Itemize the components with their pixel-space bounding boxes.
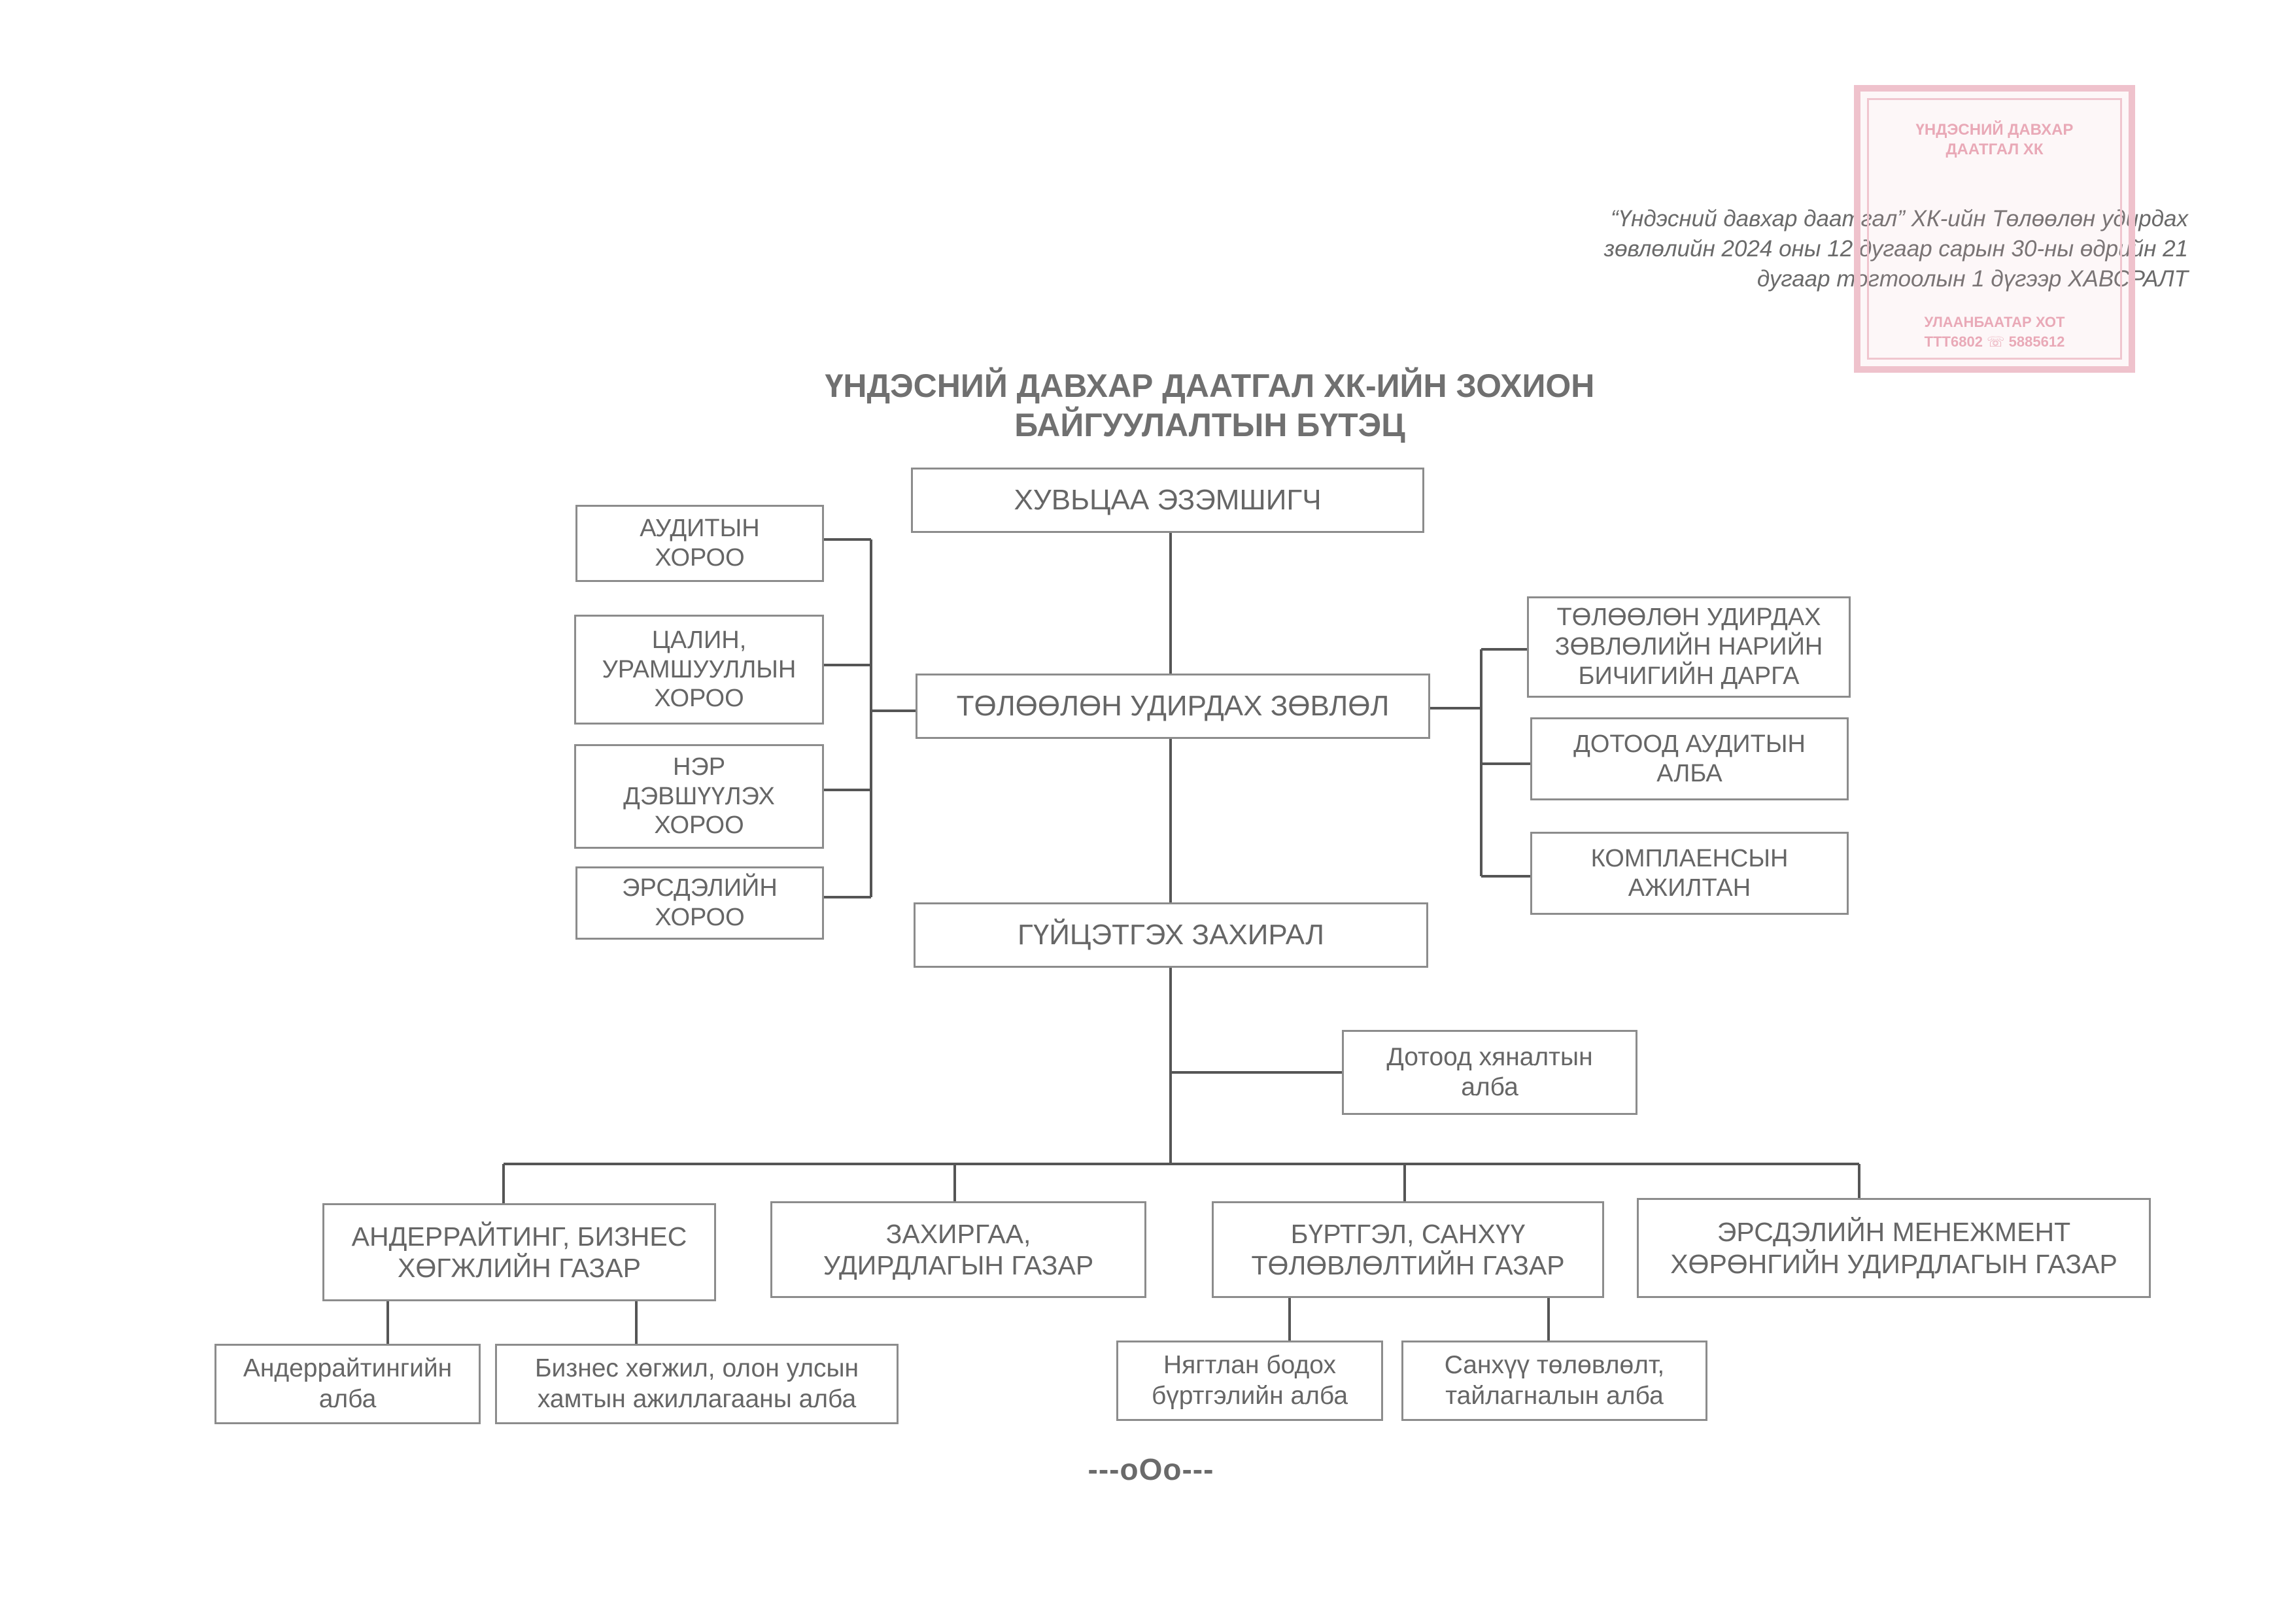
appendix-header-line1: “Үндэсний давхар даатгал” ХК-ийн Төлөөлө… [1610, 206, 2188, 231]
node-risk-dept: ЭРСДЭЛИЙН МЕНЕЖМЕНТ ХӨРӨНГИЙН УДИРДЛАГЫН… [1637, 1198, 2151, 1298]
appendix-header-line2: зөвлөлийн 2024 оны 12 дугаар сарын 30-ны… [1603, 236, 2188, 262]
finance-planning-unit-line1: Санхүү төлөвлөлт, [1444, 1351, 1665, 1380]
underwriting-unit-line1: Андеррайтингийн [243, 1354, 453, 1383]
node-board-label: ТӨЛӨӨЛӨН УДИРДАХ ЗӨВЛӨЛ [956, 690, 1390, 723]
node-finance-planning-unit: Санхүү төлөвлөлт, тайлагналын алба [1401, 1341, 1707, 1421]
end-mark: ---oOo--- [1088, 1452, 1214, 1486]
nomination-committee-line2: ДЭВШҮҮЛЭХ [623, 782, 775, 810]
compliance-line1: КОМПЛАЕНСЫН [1590, 844, 1789, 872]
internal-control-line2: алба [1461, 1073, 1518, 1101]
underwriting-dept-line2: ХӨГЖЛИЙН ГАЗАР [398, 1253, 641, 1283]
node-nomination-committee: НЭР ДЭВШҮҮЛЭХ ХОРОО [574, 744, 824, 849]
appendix-header-line3: дугаар тогтоолын 1 дүгээр ХАВСРАЛТ [1756, 266, 2188, 292]
risk-committee-line1: ЭРСДЭЛИЙН [622, 874, 778, 902]
internal-control-line1: Дотоод хяналтын [1386, 1042, 1593, 1071]
node-accounting-unit: Нягтлан бодох бүртгэлийн алба [1116, 1341, 1383, 1421]
remuneration-committee-line3: ХОРОО [654, 685, 744, 713]
company-stamp: ҮНДЭСНИЙ ДАВХАР ДААТГАЛ ХК УЛААНБААТАР Х… [1854, 85, 2135, 373]
audit-committee-line2: ХОРОО [655, 544, 745, 572]
node-risk-committee: ЭРСДЭЛИЙН ХОРОО [575, 866, 824, 940]
node-shareholders-label: ХУВЬЦАА ЭЗЭМШИГЧ [1014, 484, 1322, 517]
remuneration-committee-line1: ЦАЛИН, [651, 626, 747, 654]
node-compliance: КОМПЛАЕНСЫН АЖИЛТАН [1530, 832, 1849, 915]
audit-committee-line1: АУДИТЫН [640, 515, 760, 543]
diagram-title-line1: ҮНДЭСНИЙ ДАВХАР ДААТГАЛ ХК-ИЙН ЗОХИОН [825, 367, 1595, 404]
node-underwriting-unit: Андеррайтингийн алба [214, 1344, 481, 1424]
stamp-line1: ҮНДЭСНИЙ ДАВХАР [1915, 121, 2074, 139]
nomination-committee-line3: ХОРОО [654, 811, 744, 840]
internal-audit-line2: АЛБА [1656, 759, 1722, 787]
underwriting-dept-line1: АНДЕРРАЙТИНГ, БИЗНЕС [351, 1221, 687, 1252]
board-secretary-line2: ЗӨВЛӨЛИЙН НАРИЙН [1554, 633, 1823, 661]
admin-dept-line2: УДИРДЛАГЫН ГАЗАР [823, 1250, 1094, 1280]
diagram-title: ҮНДЭСНИЙ ДАВХАР ДААТГАЛ ХК-ИЙН ЗОХИОН БА… [752, 366, 1668, 445]
node-underwriting-dept: АНДЕРРАЙТИНГ, БИЗНЕС ХӨГЖЛИЙН ГАЗАР [322, 1203, 716, 1301]
board-secretary-line3: БИЧИГИЙН ДАРГА [1578, 662, 1800, 690]
node-internal-control: Дотоод хяналтын алба [1342, 1030, 1637, 1115]
board-secretary-line1: ТӨЛӨӨЛӨН УДИРДАХ [1556, 604, 1821, 632]
internal-audit-line1: ДОТООД АУДИТЫН [1573, 730, 1806, 758]
stamp-line2: ДААТГАЛ ХК [1945, 141, 2044, 158]
remuneration-committee-line2: УРАМШУУЛЛЫН [602, 655, 797, 683]
node-admin-dept: ЗАХИРГАА, УДИРДЛАГЫН ГАЗАР [770, 1201, 1146, 1298]
node-remuneration-committee: ЦАЛИН, УРАМШУУЛЛЫН ХОРОО [574, 615, 824, 725]
stamp-line3: УЛААНБААТАР ХОТ [1924, 314, 2065, 330]
accounting-unit-line1: Нягтлан бодох [1163, 1351, 1336, 1380]
node-accounting-dept: БҮРТГЭЛ, САНХҮҮ ТӨЛӨВЛӨЛТИЙН ГАЗАР [1212, 1201, 1604, 1298]
risk-dept-line1: ЭРСДЭЛИЙН МЕНЕЖМЕНТ [1717, 1217, 2071, 1248]
stamp-inner-border [1867, 98, 2122, 360]
business-dev-unit-line1: Бизнес хөгжил, олон улсын [534, 1354, 859, 1383]
finance-planning-unit-line2: тайлагналын алба [1445, 1381, 1664, 1410]
node-board-secretary: ТӨЛӨӨЛӨН УДИРДАХ ЗӨВЛӨЛИЙН НАРИЙН БИЧИГИ… [1527, 596, 1851, 698]
node-business-dev-unit: Бизнес хөгжил, олон улсын хамтын ажиллаг… [495, 1344, 899, 1424]
stamp-line4: ТТТ6802 ☏ 5885612 [1924, 333, 2065, 350]
node-shareholders: ХУВЬЦАА ЭЗЭМШИГЧ [911, 468, 1424, 533]
compliance-line2: АЖИЛТАН [1628, 874, 1751, 902]
risk-committee-line2: ХОРОО [655, 904, 745, 931]
underwriting-unit-line2: алба [318, 1384, 377, 1413]
node-ceo-label: ГҮЙЦЭТГЭХ ЗАХИРАЛ [1018, 919, 1324, 951]
node-ceo: ГҮЙЦЭТГЭХ ЗАХИРАЛ [914, 902, 1428, 968]
node-board: ТӨЛӨӨЛӨН УДИРДАХ ЗӨВЛӨЛ [916, 674, 1430, 739]
node-internal-audit: ДОТООД АУДИТЫН АЛБА [1530, 717, 1849, 800]
node-audit-committee: АУДИТЫН ХОРОО [575, 505, 824, 582]
appendix-header: “Үндэсний давхар даатгал” ХК-ийн Төлөөлө… [1604, 204, 2188, 294]
nomination-committee-line1: НЭР [672, 753, 726, 781]
accounting-dept-line2: ТӨЛӨВЛӨЛТИЙН ГАЗАР [1251, 1250, 1565, 1280]
business-dev-unit-line2: хамтын ажиллагааны алба [537, 1384, 857, 1413]
accounting-unit-line2: бүртгэлийн алба [1151, 1381, 1348, 1410]
admin-dept-line1: ЗАХИРГАА, [885, 1218, 1031, 1249]
risk-dept-line2: ХӨРӨНГИЙН УДИРДЛАГЫН ГАЗАР [1670, 1248, 2117, 1279]
accounting-dept-line1: БҮРТГЭЛ, САНХҮҮ [1290, 1218, 1526, 1249]
diagram-title-line2: БАЙГУУЛАЛТЫН БҮТЭЦ [1014, 407, 1405, 443]
